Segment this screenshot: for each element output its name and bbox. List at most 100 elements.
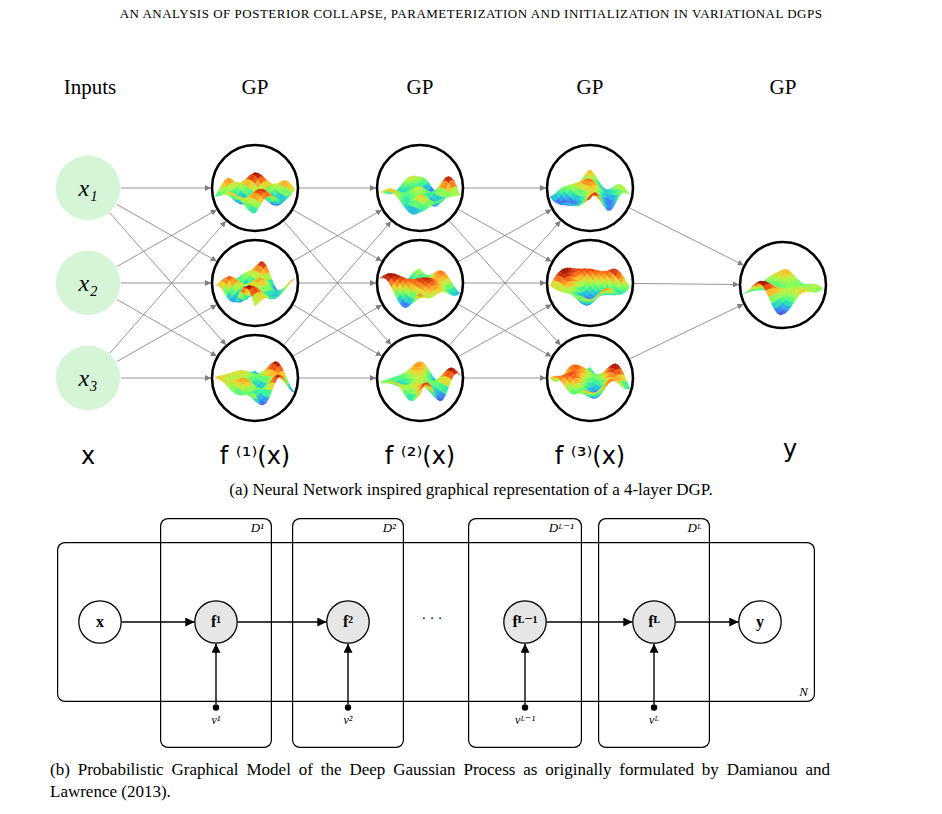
gp-unit-background: [212, 240, 298, 326]
surface-patch: [590, 191, 596, 193]
surface-patch: [426, 383, 432, 387]
gp-units: [212, 145, 826, 421]
surface-patch: [587, 391, 593, 393]
gp-unit-outline: [377, 335, 463, 421]
gp-unit-outline: [547, 335, 633, 421]
nn-arrow: [121, 188, 211, 189]
surface-patch: [446, 193, 452, 197]
nn-arrow: [449, 221, 561, 346]
surface-patch: [241, 287, 247, 293]
gp-surface-plot: [550, 170, 630, 211]
surface-patch: [391, 192, 397, 195]
gp-unit-outline: [547, 145, 633, 231]
nn-arrow: [292, 305, 382, 357]
nn-arrow: [292, 304, 382, 356]
surface-patch: [596, 195, 602, 201]
surface-patch: [573, 391, 579, 395]
gp-surface-plot: [380, 176, 460, 215]
nn-arrow: [628, 207, 743, 265]
nn-arrow: [110, 221, 226, 353]
surface-patch: [394, 194, 400, 199]
gp-unit-outline: [212, 145, 298, 231]
surface-patch: [397, 384, 403, 387]
gp-unit-background: [212, 145, 298, 231]
nn-arrow: [449, 220, 561, 345]
gp-surface-plot: [215, 362, 295, 405]
gp-unit: [377, 145, 463, 231]
gp-unit-background: [377, 335, 463, 421]
nn-arrow: [463, 188, 546, 189]
gp-unit-background: [377, 240, 463, 326]
gp-surface-plot: [550, 364, 630, 398]
gp-unit-outline: [212, 335, 298, 421]
nn-arrow: [298, 188, 376, 189]
surface-patch: [269, 383, 275, 390]
gp-unit-background: [547, 240, 633, 326]
surface-patch: [252, 208, 258, 214]
surface-patch: [286, 191, 292, 197]
surface-patch: [587, 194, 593, 200]
nn-arrow: [283, 220, 391, 344]
nn-arrow: [292, 209, 382, 261]
surface-patch: [749, 286, 755, 290]
surface-patch: [587, 299, 593, 300]
nn-arrow: [458, 304, 552, 357]
surface-patch: [281, 376, 287, 382]
surface-patch: [613, 197, 619, 204]
surface-patch: [255, 399, 261, 404]
gp-unit-outline: [377, 240, 463, 326]
nn-arrow: [121, 283, 211, 284]
gp-unit: [547, 335, 633, 421]
nn-arrow: [110, 213, 226, 345]
gp-surface-plot: [743, 269, 823, 315]
gp-surface-plot: [550, 268, 630, 305]
gp-unit-outline: [212, 240, 298, 326]
surface-patch: [266, 390, 272, 397]
gp-unit: [547, 240, 633, 326]
surface-patch: [272, 377, 278, 383]
surface-patch: [264, 397, 270, 403]
nn-arrow: [298, 378, 376, 379]
surface-patch: [443, 386, 449, 395]
surface-patch: [411, 299, 417, 303]
nn-arrow: [633, 283, 739, 284]
gp-unit-outline: [547, 240, 633, 326]
nn-arrow: [292, 210, 382, 262]
nn-arrow: [458, 209, 552, 262]
surface-patch: [550, 196, 556, 201]
surface-patch: [272, 197, 278, 201]
surface-patch: [584, 298, 590, 301]
surface-patch: [431, 391, 437, 398]
surface-patch: [252, 294, 258, 307]
nn-arrow: [283, 221, 391, 345]
gp-unit: [740, 242, 826, 328]
surface-patch: [252, 393, 258, 399]
nn-arrow: [458, 304, 552, 357]
surface-patch: [417, 293, 423, 297]
gp-unit-background: [547, 145, 633, 231]
nn-arrow: [117, 210, 217, 267]
nn-arrow: [121, 378, 211, 379]
surface-patch: [604, 206, 610, 211]
gp-unit-background: [377, 145, 463, 231]
surface-patch: [599, 198, 605, 207]
surface-patch: [278, 290, 284, 295]
surface-patch: [746, 289, 752, 293]
gp-unit-outline: [377, 145, 463, 231]
surface-patch: [417, 387, 423, 397]
nn-arrow: [463, 378, 546, 379]
gp-unit: [212, 145, 298, 231]
gp-unit: [377, 335, 463, 421]
gp-surface-plot: [380, 361, 460, 401]
nn-arrow: [117, 204, 217, 261]
gp-unit-background: [212, 335, 298, 421]
gp-unit: [212, 240, 298, 326]
nn-arrow: [458, 209, 552, 262]
nn-arrow: [117, 305, 217, 362]
surface-patch: [752, 283, 758, 287]
gp-surface-plot: [380, 269, 460, 308]
gp-surface-plot: [215, 172, 295, 213]
gp-unit: [212, 335, 298, 421]
surface-patch: [593, 193, 599, 196]
